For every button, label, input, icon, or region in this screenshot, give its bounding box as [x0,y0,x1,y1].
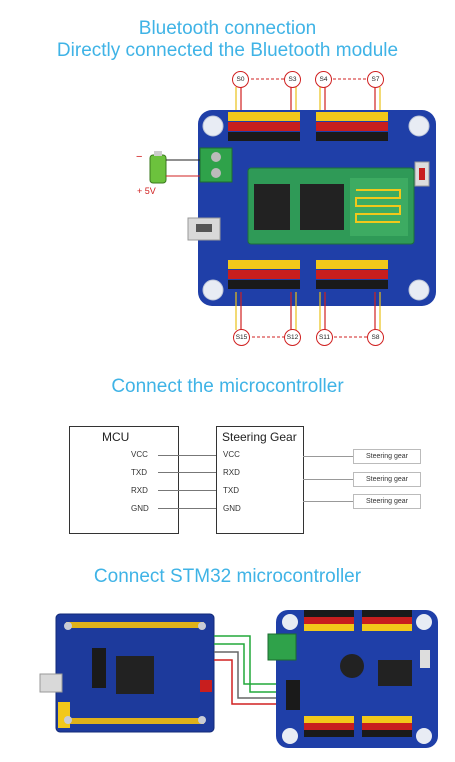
wire-txd-rxd [158,472,220,473]
mcu-pin-txd: TXD [131,468,147,477]
mcu-box [69,426,179,534]
steering-gear-label: Steering gear [353,449,421,464]
servo-pin-txd: TXD [223,486,239,495]
bluetooth-subtitle: Directly connected the Bluetooth module [56,40,399,61]
channel-s8-marker: S8 [367,329,384,346]
wire-rxd-txd [158,490,220,491]
mcu-pin-vcc: VCC [131,450,148,459]
steering-gear-label: Steering gear [353,472,421,487]
channel-s0-marker: S0 [232,71,249,88]
steering-gear-box [216,426,304,534]
bluetooth-board-illustration [149,78,436,338]
servo-pin-rxd: RXD [223,468,240,477]
steering-gear-label: Steering gear [353,494,421,509]
bluetooth-title: Bluetooth connection [138,18,317,39]
channel-s15-marker: S15 [233,329,250,346]
channel-s11-marker: S11 [316,329,333,346]
mcu-section-title: Connect the microcontroller [111,376,344,397]
stm32-wiring-illustration [39,610,438,748]
channel-s12-marker: S12 [284,329,301,346]
wire-servo-1 [303,456,353,457]
mcu-box-title: MCU [102,430,130,444]
channel-s7-marker: S7 [367,71,384,88]
wire-vcc [158,455,220,456]
wire-gnd [158,508,220,509]
wire-servo-3 [303,501,353,502]
servo-pin-gnd: GND [223,504,241,513]
steering-gear-box-title: Steering Gear [222,430,297,444]
battery-minus-label: − [136,151,143,163]
servo-pin-vcc: VCC [223,450,240,459]
mcu-pin-rxd: RXD [131,486,148,495]
channel-s4-marker: S4 [315,71,332,88]
wire-servo-2 [303,479,353,480]
stm32-section-title: Connect STM32 microcontroller [93,566,362,587]
mcu-pin-gnd: GND [131,504,149,513]
battery-plus-label: + 5V [137,186,156,196]
channel-s3-marker: S3 [284,71,301,88]
